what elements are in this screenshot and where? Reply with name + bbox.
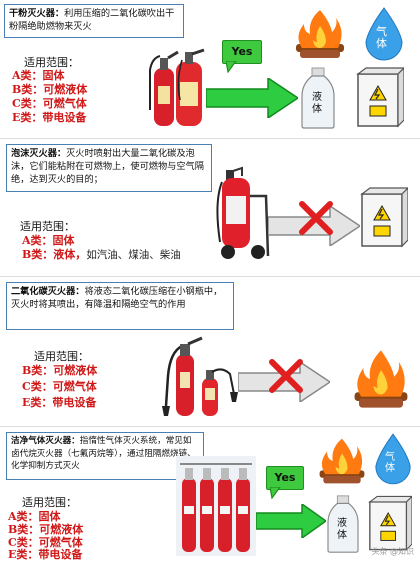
section3-description-box: 二氧化碳灭火器：将液态二氧化碳压缩在小钢瓶中，灭火时将其喷出，有降温和隔绝空气的… (6, 282, 234, 330)
watermark: 头条 @知识 (371, 547, 414, 556)
section2-scope-extra: 如汽油、煤油、柴油 (86, 249, 181, 261)
section4-name: 洁净气体灭火器： (11, 436, 80, 446)
section3-name: 二氧化碳灭火器： (11, 286, 85, 297)
red-cross-icon (269, 359, 303, 393)
section4-scope-item: C类：可燃气体 (8, 536, 83, 549)
section4-desc: 指惰性气体灭火系统，常见如卤代烷灭火器（七氟丙烷等），通过阻隔燃烧链、化学抑制方… (11, 436, 196, 471)
section4-description-box: 洁净气体灭火器：指惰性气体灭火系统，常见如卤代烷灭火器（七氟丙烷等），通过阻隔燃… (6, 432, 204, 480)
section4-scope-title: 适用范围： (22, 496, 77, 509)
section2-scope-item: B类：液体，如汽油、煤油、柴油 (22, 246, 181, 262)
section2-scope-label: B类：液体， (22, 248, 87, 261)
section2-name: 泡沫灭火器： (11, 148, 67, 159)
section1-scope-title: 适用范围： (24, 56, 79, 69)
electrical-box-icon (360, 187, 408, 248)
section3-scope-item: B类：可燃液体 (22, 364, 98, 377)
section2-desc: 灭火时喷射出大量二氧化碳及泡沫，它们能粘附在可燃物上，使可燃物与空气隔绝，达到灭… (11, 148, 204, 185)
section1-scope-item: E类：带电设备 (12, 111, 87, 124)
section4-scope-item: E类：带电设备 (8, 548, 83, 561)
section1-description-box: 干粉灭火器：利用压缩的二氧化碳吹出干粉隔绝助燃物来灭火 (4, 4, 184, 38)
section4-scope-item: B类：可燃液体 (8, 523, 84, 536)
gas-drop-icon (375, 433, 411, 485)
section4-scope-item: A类：固体 (8, 510, 61, 523)
section3-scope-item: E类：带电设备 (22, 396, 97, 409)
gas-cylinders-icon (176, 456, 256, 556)
section1-scope-item: B类：可燃液体 (12, 83, 88, 96)
co2-extinguisher-icon (162, 336, 238, 416)
yes-bubble: Yes (266, 466, 304, 490)
bottle-label: 液体 (337, 518, 347, 541)
section-divider (0, 138, 420, 139)
section2-scope-item: A类：固体 (22, 234, 75, 247)
green-arrow-icon (256, 504, 326, 538)
fire-icon (319, 438, 365, 484)
powder-extinguisher-icon (149, 48, 205, 126)
fire-icon (354, 350, 408, 408)
electrical-box-icon (368, 495, 412, 551)
fire-icon (296, 10, 344, 58)
gas-label: 气体 (376, 25, 387, 50)
electrical-box-icon (356, 67, 404, 128)
section3-scope-item: C类：可燃气体 (22, 380, 97, 393)
section2-scope-title: 适用范围： (20, 220, 75, 233)
section-divider (0, 276, 420, 277)
foam-extinguisher-icon (216, 166, 270, 259)
green-arrow-icon (206, 78, 298, 118)
gas-label: 气体 (385, 452, 395, 474)
yes-bubble-tail (270, 487, 281, 499)
gray-arrow-icon (268, 206, 360, 246)
section1-name: 干粉灭火器： (9, 8, 65, 19)
section2-description-box: 泡沫灭火器：灭火时喷射出大量二氧化碳及泡沫，它们能粘附在可燃物上，使可燃物与空气… (6, 144, 212, 192)
section-divider (0, 426, 420, 427)
section3-scope-title: 适用范围： (34, 350, 89, 363)
yes-bubble-tail (226, 61, 237, 73)
bottle-label: 液体 (312, 92, 322, 115)
gas-drop-icon (365, 7, 403, 61)
yes-bubble: Yes (222, 40, 262, 64)
red-cross-icon (299, 201, 333, 235)
section3-desc: 将液态二氧化碳压缩在小钢瓶中，灭火时将其喷出，有降温和隔绝空气的作用 (11, 286, 223, 310)
liquid-bottle-icon (301, 67, 335, 129)
section1-scope-item: A类：固体 (12, 69, 65, 82)
liquid-bottle-icon (327, 495, 359, 553)
section1-desc: 利用压缩的二氧化碳吹出干粉隔绝助燃物来灭火 (9, 8, 175, 32)
section1-scope-item: C类：可燃气体 (12, 97, 87, 110)
